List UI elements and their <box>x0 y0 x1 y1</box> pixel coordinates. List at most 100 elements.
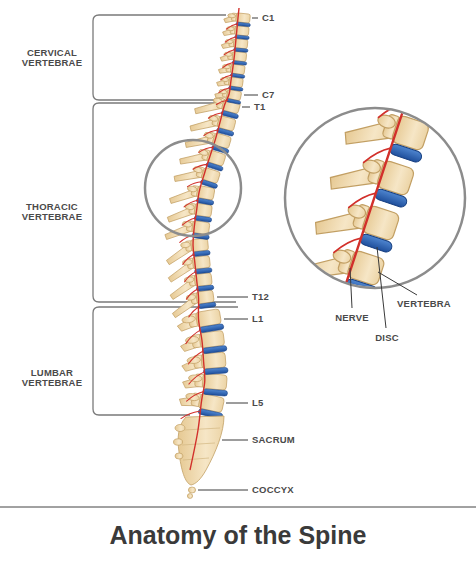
transverse-process <box>346 203 367 220</box>
spinous-process <box>165 241 194 264</box>
separator-line <box>0 507 476 508</box>
sacral-crest <box>174 439 183 445</box>
highlight-circle <box>145 140 241 236</box>
vertebra <box>283 280 373 348</box>
level-label: C7 <box>262 90 275 100</box>
leader-line <box>224 319 248 320</box>
nerve-branch <box>193 161 207 173</box>
nerve-branch <box>182 254 195 264</box>
coccyx <box>188 487 195 493</box>
disc <box>196 285 214 291</box>
nerve-branch <box>199 144 213 156</box>
vertebral-body <box>202 373 227 390</box>
level-label: L5 <box>252 398 264 408</box>
region-label: CERVICAL VERTEBRAE <box>22 48 82 69</box>
leader-line <box>378 272 417 295</box>
transverse-process <box>184 204 194 211</box>
nerve-branch <box>364 141 391 169</box>
disc <box>193 250 211 256</box>
disc <box>199 324 224 333</box>
sacral-segment-line <box>182 443 215 445</box>
vertebral-body <box>201 352 226 369</box>
leader-line <box>222 440 248 441</box>
part-label: DISC <box>375 333 399 343</box>
disc <box>359 233 393 254</box>
level-label: T12 <box>252 292 269 302</box>
nerve-branch <box>185 289 198 299</box>
nerve-branch <box>219 86 230 94</box>
transverse-process <box>332 248 353 265</box>
nerve-branch <box>182 216 195 227</box>
nerve-branch <box>304 321 331 349</box>
level-label: SACRUM <box>252 435 295 445</box>
nerve-branch <box>225 36 236 43</box>
diagram-title: Anatomy of the Spine <box>0 520 476 550</box>
nerve-branch <box>184 272 197 282</box>
region-label: THORACIC VERTEBRAE <box>22 202 82 223</box>
disc <box>194 216 212 223</box>
disc <box>203 367 228 374</box>
spinous-process <box>178 144 210 172</box>
disc <box>194 268 212 274</box>
nerve-branch <box>221 73 232 81</box>
transverse-process <box>185 336 199 344</box>
leader-line <box>377 247 386 328</box>
nerve-branch <box>184 198 198 209</box>
level-label: C1 <box>262 13 275 23</box>
nerve-branch <box>188 372 205 384</box>
region-bracket <box>93 15 228 100</box>
leader-line <box>217 297 248 298</box>
nerve-branch <box>226 23 237 30</box>
pedicle <box>397 69 417 95</box>
disc <box>232 61 247 66</box>
region-bracket <box>93 103 236 302</box>
spinal-nerve <box>190 8 239 470</box>
region-bracket <box>93 307 238 415</box>
vertebral-body <box>406 70 445 107</box>
disc <box>221 110 239 119</box>
disc <box>198 302 216 309</box>
spinous-process <box>283 284 340 337</box>
disc <box>389 143 423 164</box>
spinous-process <box>223 13 237 24</box>
nerve-branch <box>204 127 218 139</box>
spinous-process <box>173 161 205 189</box>
sacral-crest <box>175 453 183 459</box>
part-label: VERTEBRA <box>397 299 451 309</box>
transverse-process <box>361 158 382 175</box>
leader-line <box>242 107 250 108</box>
transverse-process <box>228 13 236 18</box>
vertebra <box>165 238 211 265</box>
sacral-segment-line <box>184 428 220 430</box>
level-label: T1 <box>254 102 266 112</box>
transverse-process <box>317 293 338 310</box>
zoom-nerve-group <box>304 84 412 349</box>
nerve-branch <box>216 98 227 106</box>
zoom-circle <box>285 108 465 288</box>
leader-line <box>350 268 352 308</box>
sacral-segment-line <box>183 458 209 460</box>
disc <box>374 188 408 209</box>
nerve-branch <box>187 390 204 402</box>
nerve-branch <box>208 110 222 122</box>
transverse-process <box>391 68 412 85</box>
transverse-process <box>188 374 202 382</box>
nerve-branch <box>187 178 201 190</box>
region-label: LUMBAR VERTEBRAE <box>22 368 82 389</box>
leader-line <box>244 95 258 96</box>
vertebral-column <box>164 12 251 419</box>
spinous-process <box>169 183 199 208</box>
coccyx <box>187 494 192 499</box>
nerve-branch <box>188 306 201 317</box>
transverse-process <box>376 113 397 130</box>
disc <box>226 98 241 104</box>
nerve-branch <box>224 49 235 56</box>
nerve-branch <box>349 186 376 214</box>
nerve-branch <box>187 351 205 364</box>
spinal-nerve <box>338 84 412 309</box>
nerve-branch <box>334 231 361 259</box>
vertebral-body <box>331 295 370 332</box>
disc <box>202 345 227 354</box>
nerve-branch <box>223 61 234 68</box>
